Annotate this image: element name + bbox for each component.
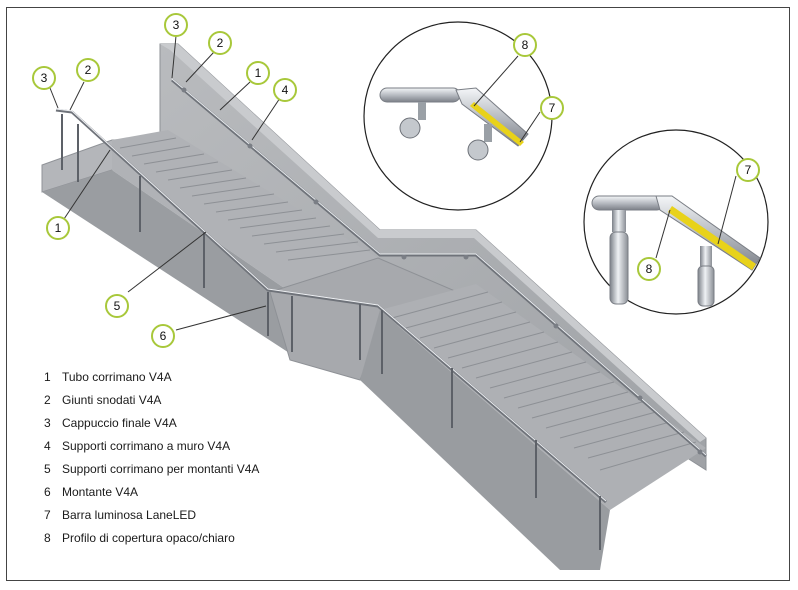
leader-lines — [49, 35, 737, 331]
callout-7-top: 7 — [540, 96, 564, 120]
svg-text:3: 3 — [41, 71, 48, 85]
wall-handrail — [171, 78, 707, 458]
legend-text: Tubo corrimano V4A — [62, 370, 172, 384]
upper-flight-steps — [119, 137, 371, 261]
callout-7-right: 7 — [736, 158, 760, 182]
wall-handrail-brackets — [181, 87, 703, 455]
callout-5: 5 — [105, 294, 129, 318]
legend-item: 6 Montante V4A — [44, 485, 138, 501]
legend-number: 7 — [44, 508, 51, 522]
svg-text:2: 2 — [85, 63, 92, 77]
back-wall-top — [160, 44, 706, 442]
legend-item: 5 Supporti corrimano per montanti V4A — [44, 462, 259, 478]
legend-item: 7 Barra luminosa LaneLED — [44, 508, 196, 524]
legend-text: Barra luminosa LaneLED — [62, 508, 197, 522]
upper-flight-underside — [42, 170, 300, 360]
svg-text:8: 8 — [522, 38, 529, 52]
legend-text: Montante V4A — [62, 485, 139, 499]
legend-text: Supporti corrimano a muro V4A — [62, 439, 231, 453]
legend-text: Profilo di copertura opaco/chiaro — [62, 531, 235, 545]
callout-1-left: 1 — [46, 216, 70, 240]
svg-text:5: 5 — [114, 299, 121, 313]
legend-item: 4 Supporti corrimano a muro V4A — [44, 439, 230, 455]
callout-2-left: 2 — [76, 58, 100, 82]
detail-post-bracket — [583, 129, 769, 315]
upper-flight — [112, 130, 378, 292]
callout-4: 4 — [273, 78, 297, 102]
balustrade-handrail-highlight — [55, 108, 607, 502]
legend-text: Supporti corrimano per montanti V4A — [62, 462, 260, 476]
legend-item: 2 Giunti snodati V4A — [44, 393, 161, 409]
svg-text:3: 3 — [173, 18, 180, 32]
callout-3-left: 3 — [32, 66, 56, 90]
callout-1-top: 1 — [246, 61, 270, 85]
svg-text:8: 8 — [646, 262, 653, 276]
legend-number: 5 — [44, 462, 51, 476]
legend-item: 1 Tubo corrimano V4A — [44, 370, 172, 386]
svg-text:7: 7 — [549, 101, 556, 115]
legend-number: 2 — [44, 393, 51, 407]
callout-3-top: 3 — [164, 13, 188, 37]
legend-number: 6 — [44, 485, 51, 499]
balustrade-handrail — [55, 108, 607, 504]
svg-text:1: 1 — [255, 66, 262, 80]
wall-handrail-highlight — [171, 78, 707, 456]
svg-text:7: 7 — [745, 163, 752, 177]
detail-wall-bracket — [363, 21, 553, 211]
legend-number: 4 — [44, 439, 51, 453]
legend-number: 8 — [44, 531, 51, 545]
svg-text:2: 2 — [217, 36, 224, 50]
lower-flight-steps — [391, 291, 697, 471]
legend-text: Giunti snodati V4A — [62, 393, 162, 407]
lower-flight-underside — [360, 310, 610, 570]
legend-number: 3 — [44, 416, 51, 430]
svg-text:4: 4 — [282, 83, 289, 97]
callout-6: 6 — [151, 324, 175, 348]
callout-2-top: 2 — [208, 31, 232, 55]
legend-item: 8 Profilo di copertura opaco/chiaro — [44, 531, 235, 547]
legend-item: 3 Cappuccio finale V4A — [44, 416, 177, 432]
svg-text:6: 6 — [160, 329, 167, 343]
balustrade-posts — [61, 114, 601, 550]
svg-text:1: 1 — [55, 221, 62, 235]
callout-8-right: 8 — [637, 257, 661, 281]
callout-8-top: 8 — [513, 33, 537, 57]
legend-number: 1 — [44, 370, 51, 384]
legend-text: Cappuccio finale V4A — [62, 416, 177, 430]
